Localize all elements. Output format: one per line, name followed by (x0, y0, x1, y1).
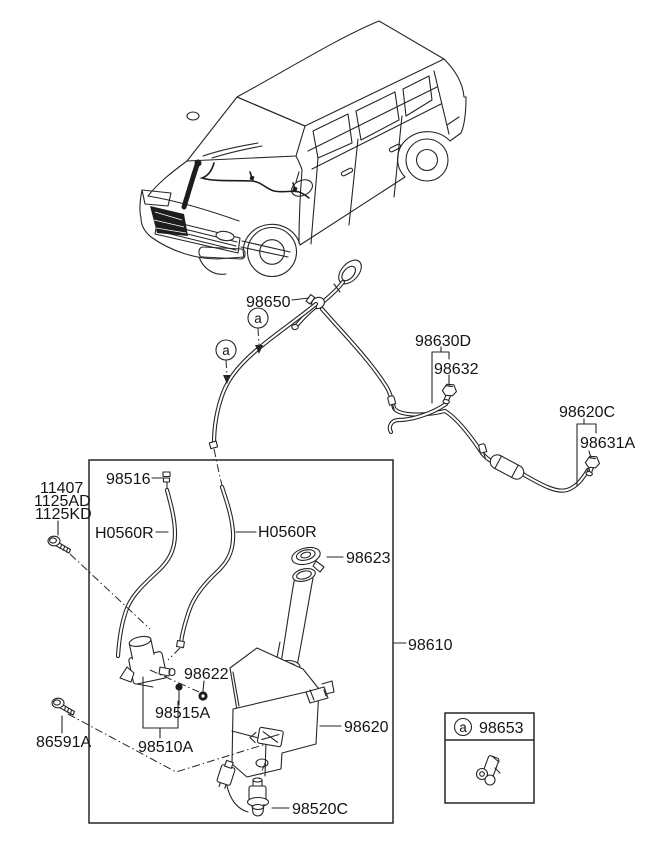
callout-1125KD: 1125KD (35, 506, 92, 523)
washer-reservoir (229, 567, 335, 778)
far-mirror (186, 111, 200, 121)
hose-connector-head (338, 259, 362, 285)
grommet-98622-icon (198, 691, 208, 701)
callout-98622: 98622 (184, 666, 229, 683)
callout-98632: 98632 (434, 361, 479, 378)
door-handle-rear (388, 143, 402, 153)
headlight (141, 189, 172, 207)
inline-connector (489, 454, 525, 480)
rear-wheel (405, 138, 449, 182)
van-roof (236, 20, 445, 127)
grille (154, 217, 291, 258)
pump-seal-98515A-icon (175, 683, 183, 691)
legend-frame (444, 712, 535, 804)
legend-marker-circle (453, 717, 473, 737)
callout-98516: 98516 (106, 471, 151, 488)
washer-hose-right (178, 484, 236, 646)
callout-H0560R-left: H0560R (95, 525, 154, 542)
taillight (446, 116, 460, 126)
hood-far-edge (147, 160, 188, 197)
door-handle-front (340, 167, 354, 177)
callout-98520C: 98520C (292, 801, 348, 818)
brand-badge (215, 230, 235, 242)
washer-hose-left (115, 487, 178, 659)
marker-a-letter: a (222, 343, 230, 358)
washer-pump (119, 635, 176, 688)
marker-a-circle (215, 339, 237, 361)
level-sensor (216, 759, 270, 817)
parts-box-frame (88, 459, 394, 824)
bolt-86591A-icon (51, 697, 76, 716)
window-sliding (355, 91, 400, 141)
rear-edge (443, 58, 467, 98)
body-crease (311, 103, 442, 170)
callout-98650: 98650 (246, 294, 291, 311)
callout-98620C: 98620C (559, 404, 615, 421)
van-windshield (186, 96, 306, 162)
near-mirror (290, 179, 314, 197)
window-quarter (402, 75, 433, 117)
fender-line (295, 155, 303, 244)
marker-a-letter: a (254, 311, 262, 326)
hose-assembly (208, 259, 602, 493)
filler-cap-98623-icon (291, 546, 325, 573)
legend-marker-letter: a (459, 720, 467, 735)
callout-98620: 98620 (344, 719, 389, 736)
front-corner (139, 189, 152, 238)
hose-clip-98516-icon (162, 471, 171, 490)
fog-lamp (198, 246, 246, 260)
callout-98623: 98623 (346, 550, 391, 567)
far-wheel-arc (198, 256, 227, 275)
callout-98653: 98653 (479, 720, 524, 737)
door-seams (310, 70, 450, 245)
callout-H0560R-right: H0560R (258, 524, 317, 541)
callout-98631A: 98631A (580, 435, 635, 452)
engine-bay-washer-parts (150, 159, 310, 236)
callouts: a a 98650 98630D 98632 98620C 98631A 114… (34, 294, 635, 818)
callout-11407: 11407 (40, 480, 83, 497)
callout-98510A: 98510A (138, 739, 193, 756)
filler-neck (280, 575, 314, 667)
callout-1125AD: 1125AD (34, 493, 91, 510)
reservoir-bracket-front (249, 726, 284, 748)
hose-clamp-98653-icon (475, 755, 501, 786)
vehicle-illustration (139, 20, 467, 278)
rocker-line (242, 96, 467, 258)
hood-front-edge (147, 195, 240, 222)
beltline (307, 86, 438, 152)
bumper-bottom (150, 236, 245, 260)
window-front (312, 113, 353, 159)
washer-nozzle-98631A-icon (582, 454, 602, 478)
callout-98515A: 98515A (155, 705, 210, 722)
parts-box (47, 459, 394, 824)
bolt-11407-icon (47, 535, 72, 554)
washer-nozzle-98632-icon (439, 382, 459, 406)
callout-86591A: 86591A (36, 734, 91, 751)
callout-98610: 98610 (408, 637, 453, 654)
hose-to-rear (319, 306, 496, 465)
legend-box: a 98653 (444, 712, 535, 804)
callout-98630D: 98630D (415, 333, 471, 350)
front-wheel (246, 226, 298, 278)
wiper-lines (202, 142, 263, 159)
marker-a-circle (247, 307, 269, 329)
reservoir-bracket-right (305, 680, 335, 704)
